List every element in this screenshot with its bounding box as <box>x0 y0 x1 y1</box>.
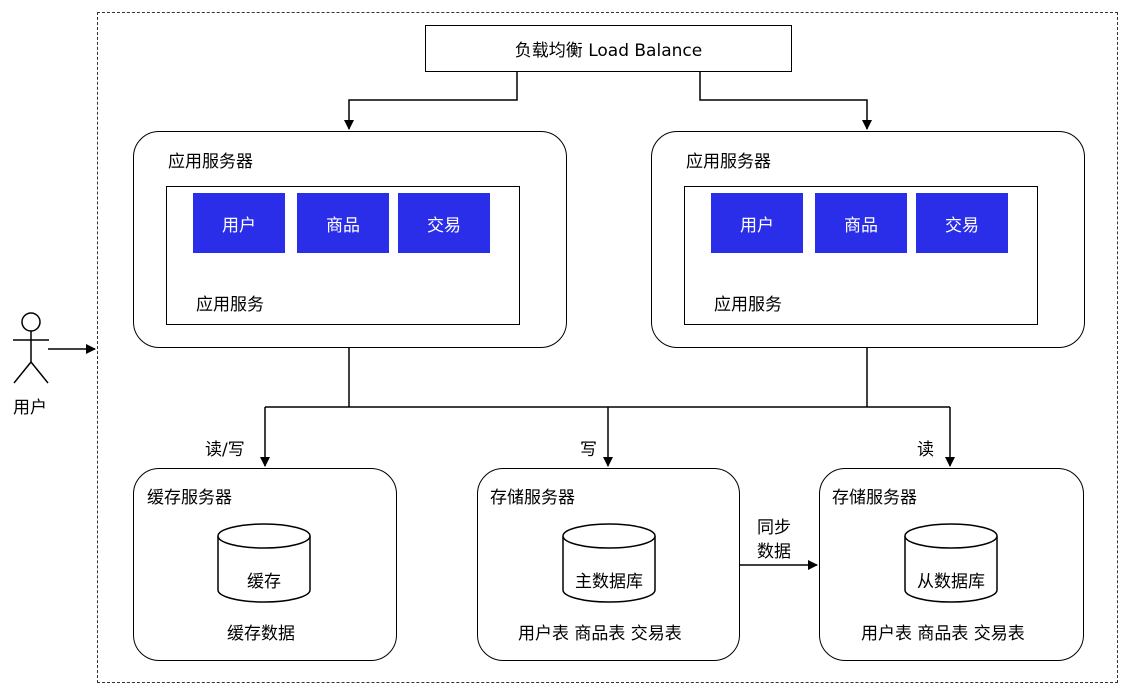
storage-slave-caption: 用户表 商品表 交易表 <box>861 624 1025 644</box>
user-label: 用户 <box>13 398 47 418</box>
storage-server-slave: 存储服务器 用户表 商品表 交易表 <box>819 468 1084 661</box>
module-user: 用户 <box>711 193 803 253</box>
person-icon <box>13 312 49 384</box>
app-server-1: 应用服务器 用户 商品 交易 应用服务 <box>133 131 567 348</box>
module-trade: 交易 <box>916 193 1008 253</box>
cache-db-cylinder-icon <box>217 523 311 603</box>
slave-db-cylinder-icon <box>904 523 998 603</box>
cache-caption: 缓存数据 <box>227 624 295 644</box>
edge-label-sync-line2: 数据 <box>757 542 791 562</box>
module-trade: 交易 <box>398 193 490 253</box>
storage-server-master: 存储服务器 用户表 商品表 交易表 <box>477 468 740 661</box>
storage-server-title: 存储服务器 <box>490 488 575 508</box>
app-server-title: 应用服务器 <box>168 152 253 172</box>
module-user: 用户 <box>193 193 285 253</box>
edge-label-sync-line1: 同步 <box>757 518 791 538</box>
edge-label-read-write: 读/写 <box>205 440 245 460</box>
app-service-label: 应用服务 <box>196 295 264 315</box>
edge-label-read: 读 <box>917 440 934 460</box>
app-service-panel: 用户 商品 交易 应用服务 <box>166 186 520 325</box>
cache-db-label: 缓存 <box>247 572 281 592</box>
app-service-panel: 用户 商品 交易 应用服务 <box>684 186 1038 325</box>
system-boundary <box>97 12 1118 683</box>
load-balancer-node: 负载均衡 Load Balance <box>425 25 792 72</box>
master-db-label: 主数据库 <box>575 572 643 592</box>
app-server-title: 应用服务器 <box>686 152 771 172</box>
edge-lb-to-app2 <box>699 72 872 130</box>
module-product: 商品 <box>815 193 907 253</box>
module-product: 商品 <box>297 193 389 253</box>
storage-server-title: 存储服务器 <box>832 488 917 508</box>
cache-server: 缓存服务器 缓存数据 <box>133 468 397 661</box>
edge-lb-to-app1 <box>344 72 518 130</box>
cache-server-title: 缓存服务器 <box>147 488 232 508</box>
master-db-cylinder-icon <box>562 523 656 603</box>
load-balancer-label: 负载均衡 Load Balance <box>514 41 703 61</box>
storage-master-caption: 用户表 商品表 交易表 <box>518 624 682 644</box>
app-server-2: 应用服务器 用户 商品 交易 应用服务 <box>651 131 1085 348</box>
edge-label-write: 写 <box>580 440 597 460</box>
app-service-label: 应用服务 <box>714 295 782 315</box>
slave-db-label: 从数据库 <box>917 572 985 592</box>
